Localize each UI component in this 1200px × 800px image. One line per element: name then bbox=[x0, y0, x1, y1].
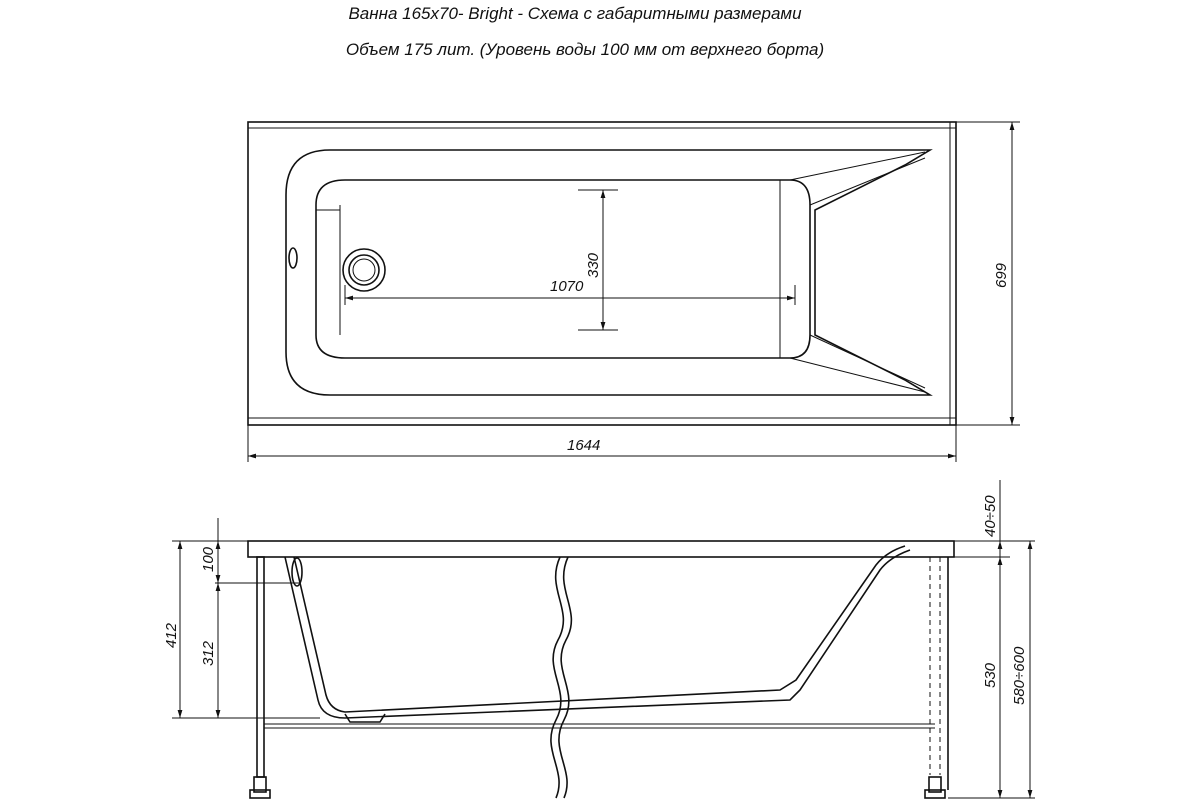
rim-label: 40÷50 bbox=[982, 495, 999, 537]
overall-width-label: 699 bbox=[993, 262, 1010, 288]
side-rim bbox=[247, 540, 955, 558]
overall-length-label: 1644 bbox=[567, 437, 600, 454]
water-level-label: 100 bbox=[200, 546, 217, 572]
overflow-icon bbox=[288, 247, 298, 269]
inner-width-label: 330 bbox=[585, 252, 602, 278]
drain-icon bbox=[342, 248, 386, 292]
bowl-outline bbox=[285, 149, 933, 396]
inner-depth-label: 312 bbox=[200, 640, 217, 666]
top-view: 1070 330 699 1644 bbox=[247, 121, 1020, 462]
break-line bbox=[550, 556, 565, 799]
diagram-subtitle: Объем 175 лит. (Уровень воды 100 мм от в… bbox=[345, 40, 825, 59]
diagram-title: Ванна 165х70- Bright - Схема с габаритны… bbox=[348, 4, 802, 23]
side-view: 412 100 312 40÷50 530 580÷600 bbox=[163, 480, 1035, 799]
total-depth-label: 412 bbox=[163, 622, 180, 648]
inner-length-label: 1070 bbox=[550, 278, 584, 295]
outer-rim bbox=[247, 121, 957, 426]
bowl-bottom bbox=[315, 179, 811, 359]
total-height-label: 580÷600 bbox=[1011, 646, 1028, 705]
frame-height-label: 530 bbox=[982, 662, 999, 688]
side-bowl-profile bbox=[284, 549, 911, 719]
